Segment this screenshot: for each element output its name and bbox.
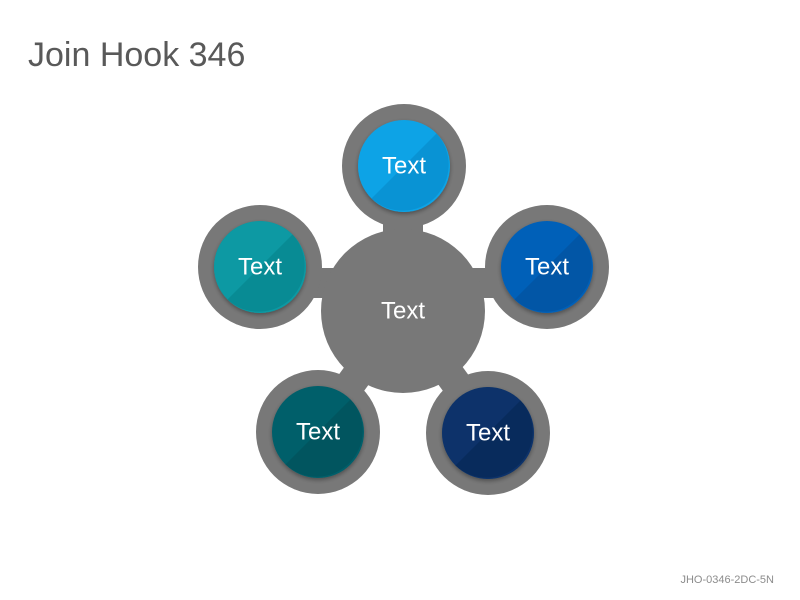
- node-top-shade: [371, 133, 449, 211]
- node-right: Text: [485, 205, 609, 329]
- footer-code: JHO-0346-2DC-5N: [680, 574, 774, 586]
- node-left-label: Text: [238, 253, 282, 280]
- node-bottom-left-shade: [285, 399, 363, 477]
- node-left-shade: [227, 234, 305, 312]
- slide-title: Join Hook 346: [28, 36, 246, 74]
- node-left: Text: [198, 205, 322, 329]
- node-right-label: Text: [525, 253, 569, 280]
- node-top-label: Text: [382, 152, 426, 179]
- node-top: Text: [342, 104, 466, 228]
- center-label: Text: [381, 297, 425, 324]
- center-circle: [321, 229, 485, 393]
- node-bottom-left: Text: [256, 370, 380, 494]
- center-hub: Text: [321, 229, 485, 393]
- node-bottom-left-label: Text: [296, 418, 340, 445]
- node-bottom-right: Text: [426, 371, 550, 495]
- node-bottom-right-shade: [455, 400, 533, 478]
- node-bottom-right-label: Text: [466, 419, 510, 446]
- node-right-shade: [514, 234, 592, 312]
